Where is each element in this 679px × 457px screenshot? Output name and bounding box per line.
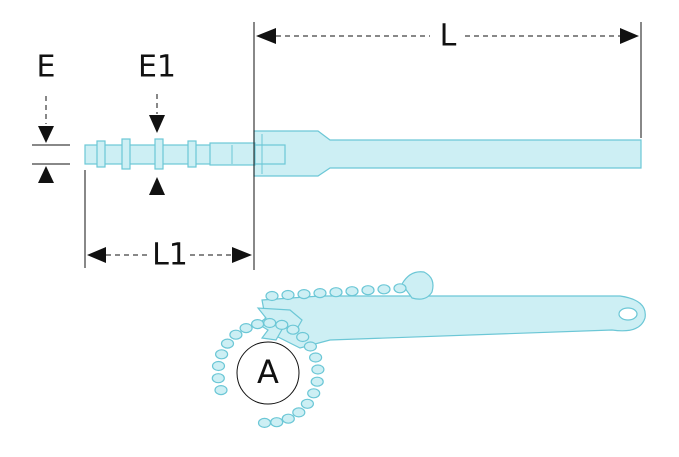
arrow-down-icon xyxy=(38,126,54,143)
arrow-up-icon xyxy=(149,177,165,195)
handle-front xyxy=(261,295,646,349)
chain-link xyxy=(297,289,311,300)
chain-link xyxy=(296,331,310,343)
arrow-right-icon xyxy=(232,247,252,263)
hanging-hole xyxy=(618,307,638,321)
dimension-l: L xyxy=(253,19,642,270)
side-view xyxy=(84,130,642,177)
chain-link xyxy=(309,352,323,363)
chain-link-side xyxy=(96,140,106,168)
chain-link-side xyxy=(154,138,164,170)
label-a: A xyxy=(257,353,279,391)
chain-link xyxy=(393,283,407,294)
chain-link xyxy=(270,417,284,428)
chain-link xyxy=(303,341,317,352)
chain-link xyxy=(345,286,359,297)
chain-link xyxy=(300,398,314,409)
arrow-left-icon xyxy=(256,28,276,44)
chain-hook xyxy=(401,271,434,300)
label-l1: L1 xyxy=(152,238,188,273)
chain-link xyxy=(292,407,306,418)
chain-link xyxy=(281,413,295,424)
chain-link xyxy=(329,287,343,298)
arrow-up-icon xyxy=(38,166,54,183)
chain-link xyxy=(281,289,295,301)
handle-side xyxy=(253,130,642,177)
dimension-e1: E1 xyxy=(138,50,176,195)
chain-link xyxy=(313,288,327,299)
chain-link xyxy=(251,319,265,330)
label-l: L xyxy=(440,19,457,54)
capacity-circle xyxy=(236,341,300,405)
chain-link xyxy=(310,376,324,387)
chain-link xyxy=(215,349,229,360)
front-view: A xyxy=(211,271,646,428)
chain-link xyxy=(265,290,279,302)
chain-link xyxy=(361,285,375,296)
chain-link xyxy=(214,385,228,396)
arrow-right-icon xyxy=(620,28,639,44)
chain-link-side xyxy=(121,138,131,170)
chain-link xyxy=(311,364,325,375)
chain-link xyxy=(275,319,289,330)
dimension-e: E xyxy=(32,50,70,183)
dimension-l1: L1 xyxy=(84,170,252,273)
chain-link xyxy=(211,373,225,384)
label-e1: E1 xyxy=(138,50,176,85)
chain-link xyxy=(377,284,391,295)
chain-link-side xyxy=(187,140,197,168)
chain-link xyxy=(257,417,272,428)
chain-link xyxy=(286,324,300,335)
chain xyxy=(211,283,407,428)
chain-link xyxy=(263,317,277,329)
chain-link xyxy=(220,338,235,349)
arrow-left-icon xyxy=(87,247,106,263)
chain-link xyxy=(239,323,253,334)
chain-link xyxy=(211,360,226,372)
chain-link xyxy=(229,329,243,340)
chain-link xyxy=(307,388,321,399)
label-e: E xyxy=(37,50,56,85)
arrow-down-icon xyxy=(149,115,165,133)
